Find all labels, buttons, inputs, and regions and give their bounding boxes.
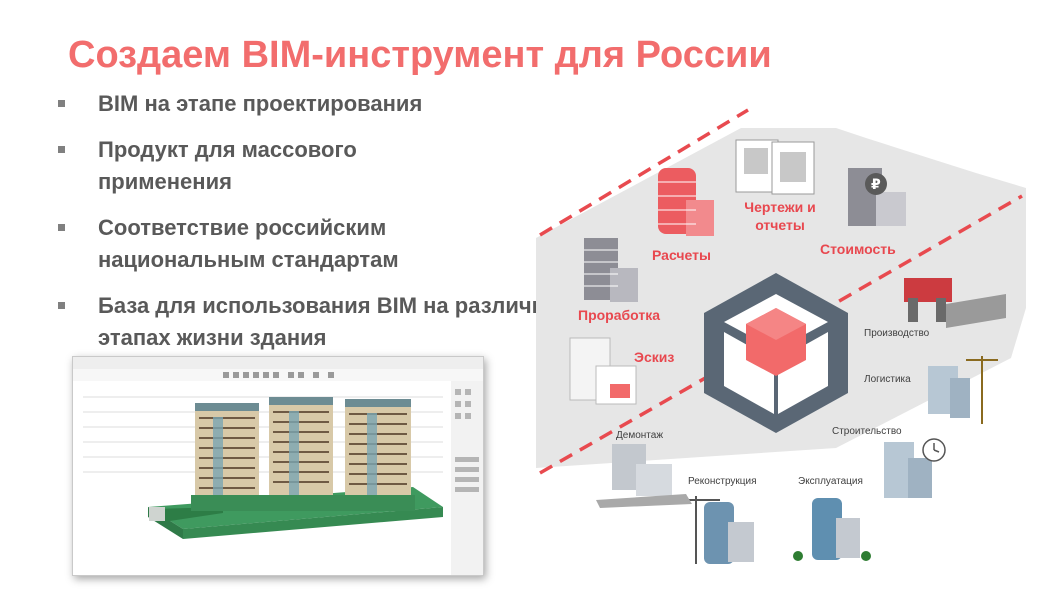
operation-building-icon <box>793 498 871 561</box>
square-bullet-icon <box>58 302 65 309</box>
bullet-item: BIM на этапе проектирования <box>58 88 538 120</box>
label-elaboration: Проработка <box>578 307 661 323</box>
bullet-item: База для использования BIM на различных … <box>58 290 578 354</box>
cost-building-icon: ₽ <box>848 168 906 226</box>
label-demolition: Демонтаж <box>616 430 664 441</box>
square-bullet-icon <box>58 100 65 107</box>
square-bullet-icon <box>58 224 65 231</box>
slide-title: Создаем BIM-инструмент для России <box>68 34 772 76</box>
logo-cube-icon <box>704 273 848 433</box>
label-production: Производство <box>864 328 930 339</box>
production-building-icon <box>904 278 1006 328</box>
bullet-text: Соответствие российским национальным ста… <box>98 215 399 272</box>
elaboration-building-icon <box>584 238 638 302</box>
label-cost: Стоимость <box>820 241 896 257</box>
bullet-item: Соответствие российским национальным ста… <box>58 212 518 276</box>
bim-lifecycle-diagram: ₽ <box>536 108 1048 594</box>
bullet-list: BIM на этапе проектирования Продукт для … <box>58 88 576 368</box>
drawings-sheets-icon <box>735 139 815 195</box>
label-drawings: Чертежи и отчеты <box>744 199 816 233</box>
svg-text:₽: ₽ <box>871 177 881 193</box>
label-operation: Эксплуатация <box>798 476 863 487</box>
bullet-item: Продукт для массового применения <box>58 134 428 198</box>
reconstruction-building-icon <box>688 496 754 564</box>
bim-model-picture <box>73 357 483 575</box>
square-bullet-icon <box>58 146 65 153</box>
calculations-building-icon <box>658 168 714 236</box>
bullet-text: BIM на этапе проектирования <box>98 91 423 116</box>
bullet-text: Продукт для массового применения <box>98 137 357 194</box>
label-sketch: Эскиз <box>634 349 675 365</box>
diagram-background: ₽ <box>536 108 1026 564</box>
label-calculations: Расчеты <box>652 247 711 263</box>
label-construction: Строительство <box>832 426 902 437</box>
construction-building-icon <box>884 438 946 498</box>
label-logistics: Логистика <box>864 374 911 385</box>
bim-software-screenshot <box>72 356 484 576</box>
demolition-building-icon <box>596 444 692 508</box>
sketch-building-icon <box>569 337 637 405</box>
bullet-text: База для использования BIM на различных … <box>98 293 576 350</box>
label-reconstruction: Реконструкция <box>688 476 757 487</box>
logistics-building-icon <box>928 356 998 424</box>
